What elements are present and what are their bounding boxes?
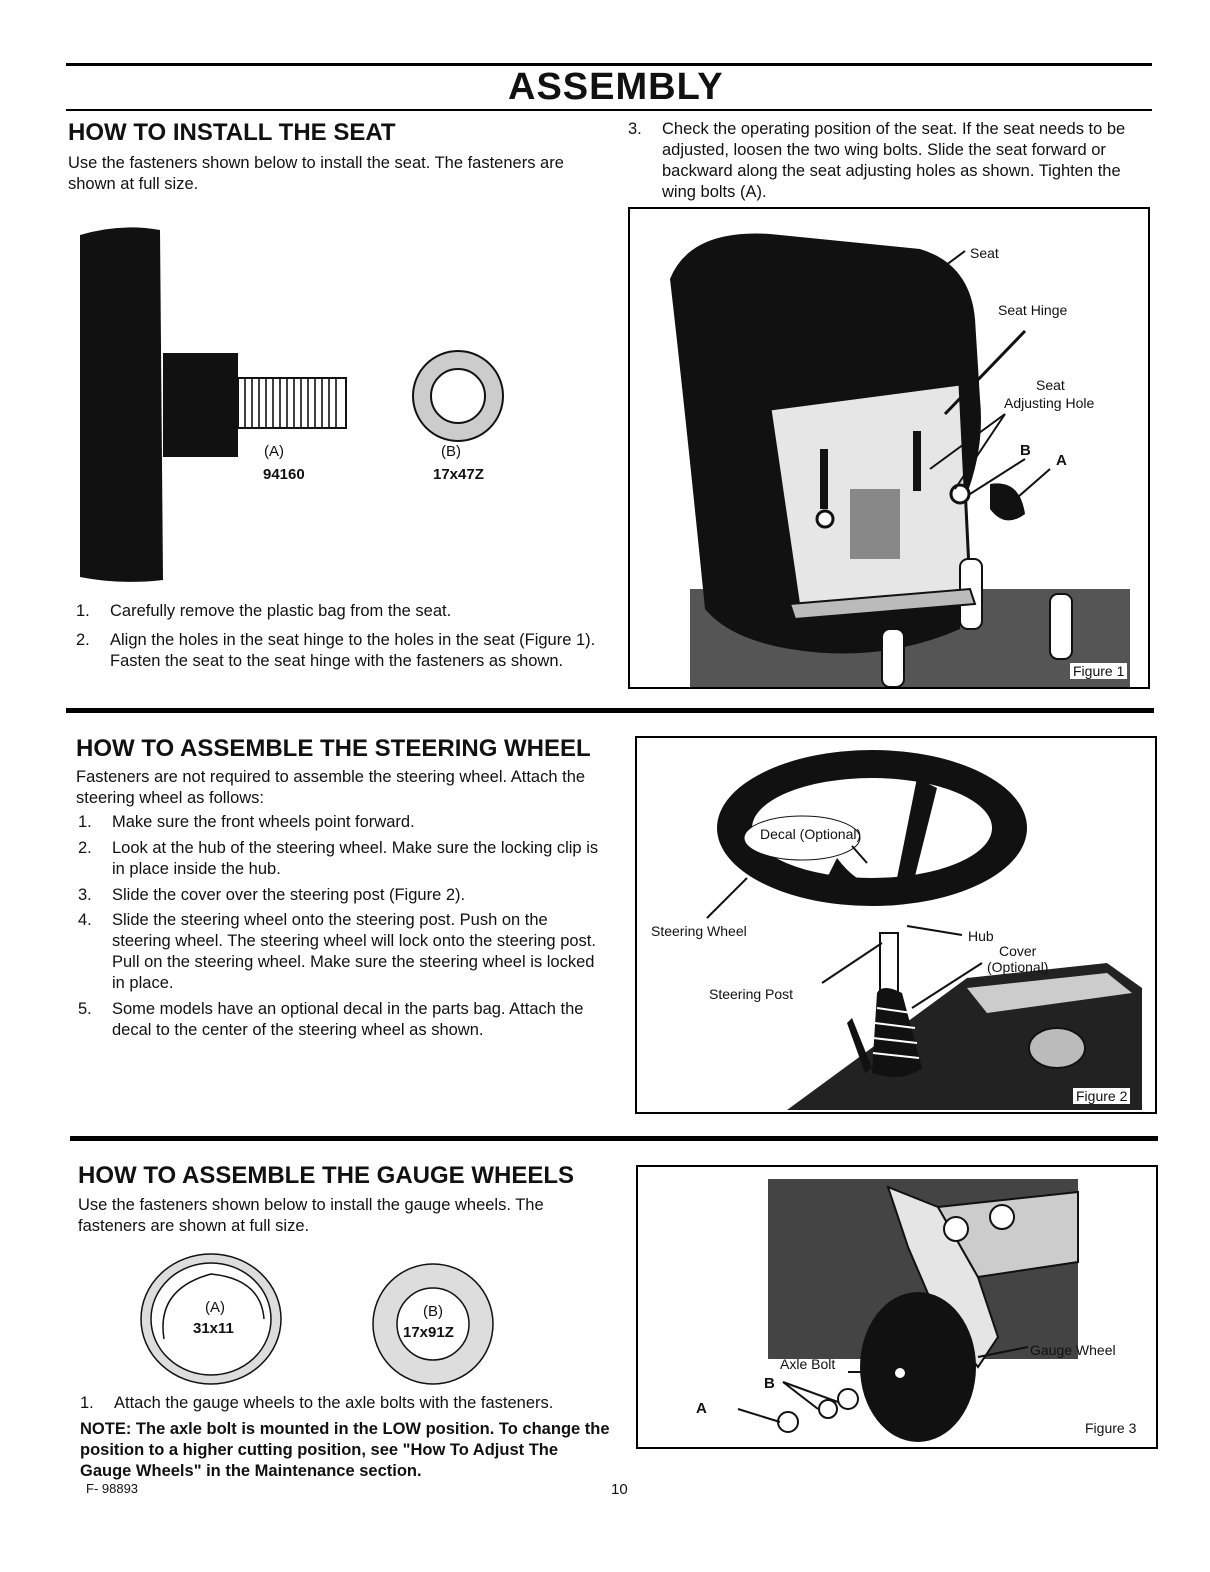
fig3-label-a: A (696, 1400, 707, 1417)
fig1-label-b: B (1020, 442, 1031, 459)
gauge-figure-drawing (737, 1179, 1079, 1442)
footer-page-number: 10 (611, 1481, 628, 1498)
steering-step-4: 4.Slide the steering wheel onto the stee… (78, 911, 596, 992)
gauge-fastener-b-part: 17x91Z (403, 1324, 454, 1341)
seat-heading: HOW TO INSTALL THE SEAT (68, 119, 396, 146)
fig2-label-cover-2: (Optional) (987, 959, 1049, 975)
section-rule-1 (66, 708, 1154, 713)
figure-2: Decal (Optional) Steering Wheel Hub Cove… (635, 736, 1157, 1114)
seat-bolt-illustration (80, 227, 347, 582)
seat-fastener-b-label: (B) (441, 443, 461, 460)
steering-intro: Fasteners are not required to assemble t… (76, 768, 586, 807)
seat-fastener-b-part: 17x47Z (433, 466, 484, 483)
fig1-label-hinge: Seat Hinge (998, 302, 1068, 318)
fig2-label-cover-1: Cover (999, 943, 1037, 959)
gauge-heading: HOW TO ASSEMBLE THE GAUGE WHEELS (78, 1162, 575, 1189)
section-rule-2 (70, 1136, 1158, 1141)
title-rule (66, 109, 1152, 111)
fig1-label-adjust-1: Seat (1036, 377, 1065, 393)
gauge-fastener-b-label: (B) (423, 1303, 443, 1320)
seat-fastener-a-label: (A) (264, 443, 284, 460)
fig3-label-axle: Axle Bolt (780, 1356, 836, 1372)
steering-figure-drawing (706, 750, 1142, 1110)
fig1-label-a: A (1056, 452, 1067, 469)
fig3-caption: Figure 3 (1082, 1420, 1140, 1436)
fig2-caption: Figure 2 (1073, 1088, 1131, 1104)
seat-washer-illustration (412, 350, 504, 442)
figure-1: Seat Seat Hinge Seat Adjusting Hole B A … (628, 207, 1150, 689)
fig2-label-wheel: Steering Wheel (651, 923, 747, 939)
seat-intro: Use the fasteners shown below to install… (68, 154, 564, 193)
steering-step-5: 5.Some models have an optional decal in … (78, 1000, 584, 1039)
seat-step-3: 3.Check the operating position of the se… (628, 120, 1126, 201)
seat-step-2: 2.Align the holes in the seat hinge to t… (76, 631, 596, 670)
seat-fastener-a-part: 94160 (263, 466, 305, 483)
gauge-fastener-a-label: (A) (205, 1299, 225, 1316)
fig2-label-hub: Hub (968, 928, 994, 944)
fig1-label-adjust-2: Adjusting Hole (1004, 395, 1095, 411)
fig2-label-decal: Decal (Optional) (760, 826, 862, 842)
gauge-note: NOTE: The axle bolt is mounted in the LO… (80, 1420, 610, 1480)
page-title: ASSEMBLY (508, 66, 724, 108)
fig3-label-b: B (764, 1375, 775, 1392)
figure-3: Gauge Wheel Axle Bolt B A Figure 3 (636, 1165, 1158, 1449)
footer-part-number: F- 98893 (86, 1481, 139, 1496)
gauge-fastener-a-part: 31x11 (193, 1320, 234, 1337)
top-rule (66, 63, 1152, 66)
gauge-intro: Use the fasteners shown below to install… (78, 1196, 544, 1235)
seat-figure-drawing (670, 233, 1130, 687)
steering-step-2: 2.Look at the hub of the steering wheel.… (78, 839, 599, 878)
fig2-label-post: Steering Post (709, 986, 794, 1002)
fig3-label-gauge: Gauge Wheel (1030, 1342, 1116, 1358)
gauge-ring-illustration (140, 1253, 282, 1385)
fig1-caption: Figure 1 (1070, 663, 1128, 679)
fig1-label-seat: Seat (970, 245, 999, 261)
steering-heading: HOW TO ASSEMBLE THE STEERING WHEEL (76, 735, 591, 762)
gauge-washer-illustration (372, 1263, 494, 1385)
